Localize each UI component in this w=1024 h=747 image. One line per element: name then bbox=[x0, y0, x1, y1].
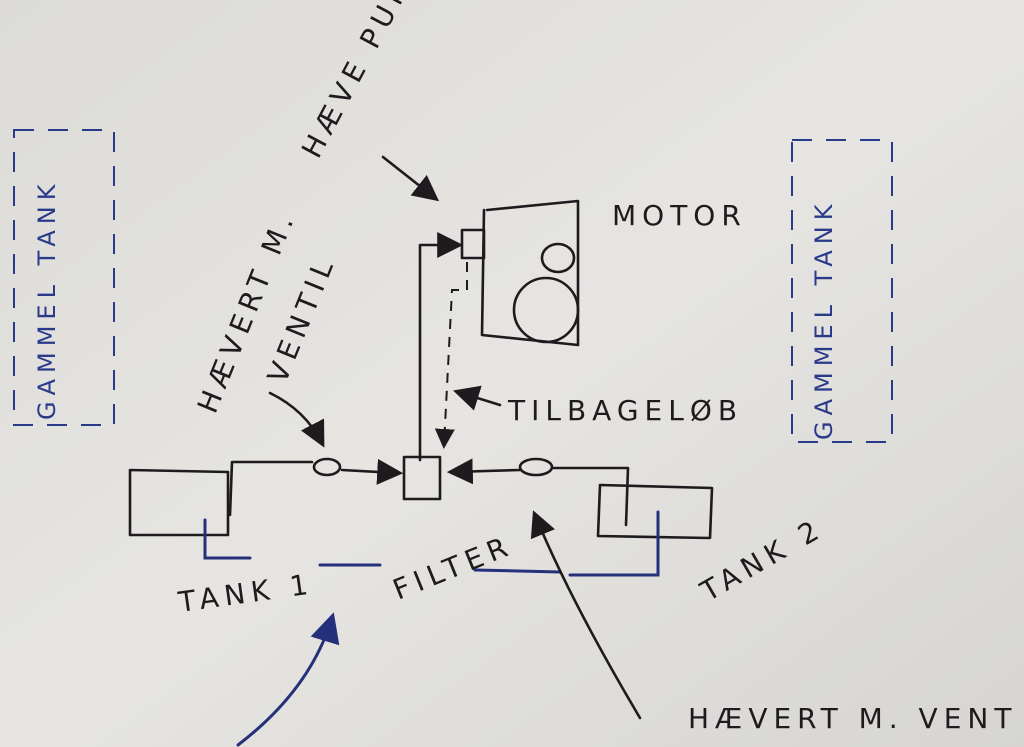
old-tank-left-label: GAMMEL TANK bbox=[33, 179, 61, 421]
pipe-to-filter-left bbox=[340, 458, 404, 485]
return-flow-arrow bbox=[453, 385, 502, 411]
valve-left[interactable] bbox=[312, 457, 342, 477]
old-tank-left-outline bbox=[13, 129, 115, 426]
old-tank-right-outline bbox=[791, 139, 893, 443]
filter-blue-arrow bbox=[236, 612, 340, 747]
motor bbox=[460, 199, 580, 347]
siphon-valve-arrow bbox=[268, 391, 325, 448]
siphon-valve-right-label: HÆVERT M. VENT bbox=[688, 702, 1017, 735]
tank1-water-line bbox=[203, 518, 382, 567]
siphon-valve-right-arrow bbox=[530, 510, 642, 720]
pipe-to-filter-right bbox=[446, 458, 522, 485]
motor-label: MOTOR bbox=[612, 199, 747, 232]
return-flow-label: TILBAGELØB bbox=[507, 394, 743, 427]
tank1-box bbox=[128, 468, 230, 537]
tank2-water-line bbox=[473, 510, 660, 577]
tank1-siphon-pipe bbox=[228, 460, 314, 517]
pump-arrow bbox=[381, 155, 440, 202]
pump-supply-pipe bbox=[418, 232, 464, 462]
tank2-box bbox=[596, 483, 714, 540]
tank2-siphon-pipe bbox=[550, 466, 630, 527]
old-tank-right-label: GAMMEL TANK bbox=[810, 199, 838, 441]
filter-box bbox=[402, 455, 442, 501]
